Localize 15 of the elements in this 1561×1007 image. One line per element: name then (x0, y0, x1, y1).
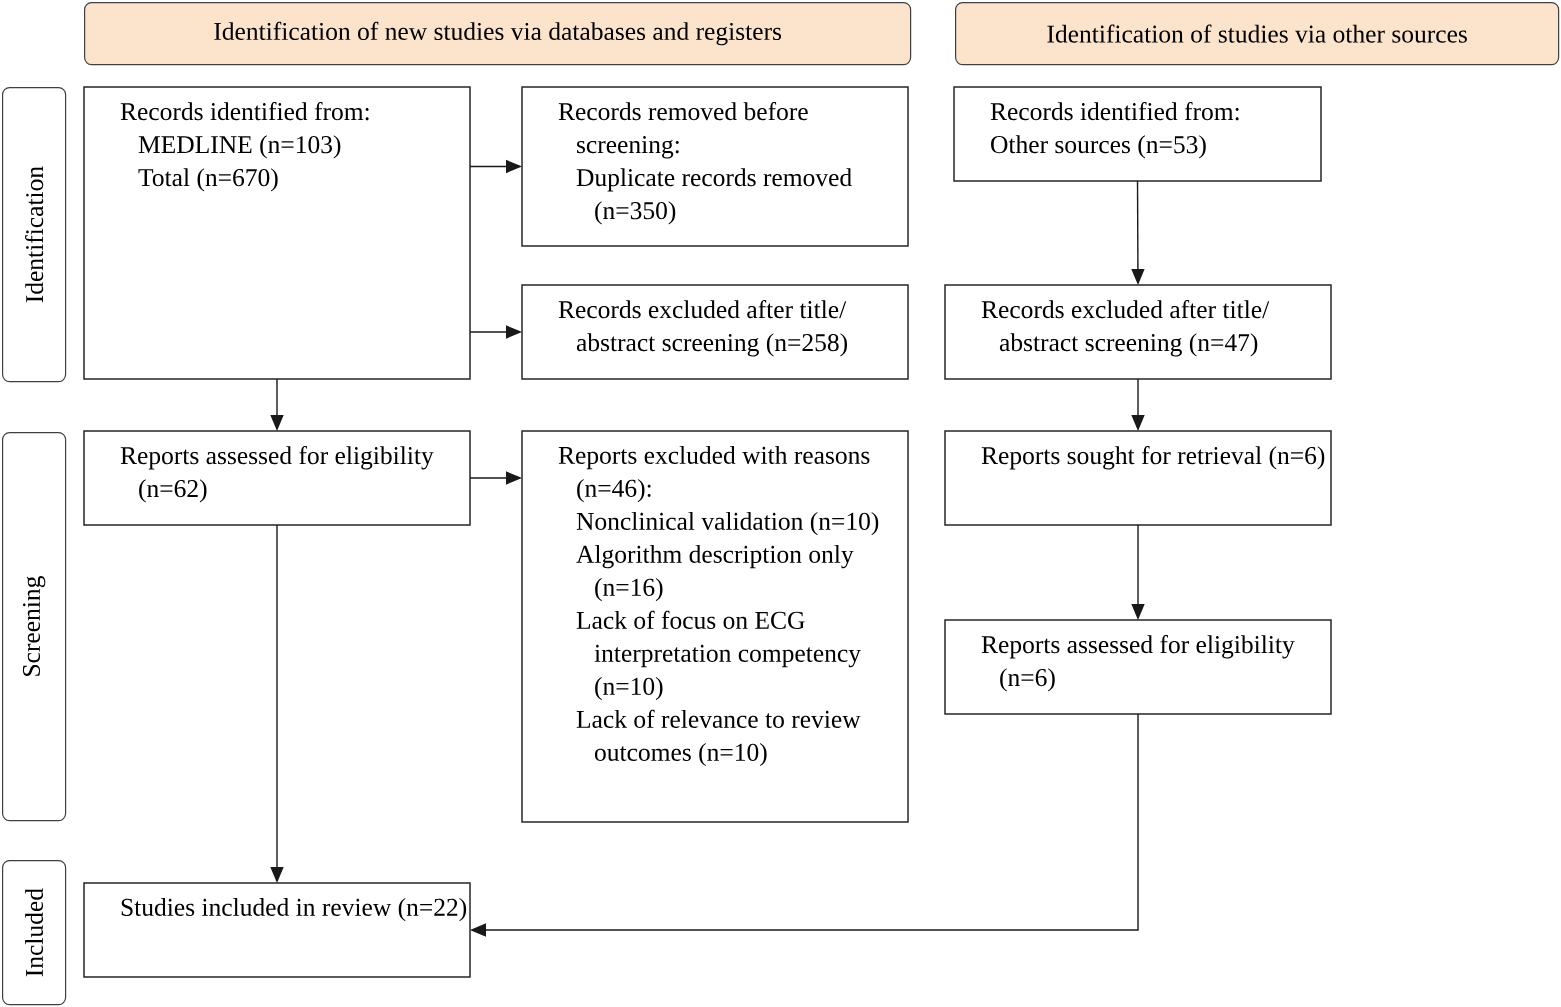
header-box: Identification of new studies via databases and registers (84, 2, 912, 66)
process-box: Records identified from: MEDLINE (n=103) Total (n=670) (83, 86, 471, 380)
process-box: Records excluded after title/ abstract screening (n=258) (521, 284, 909, 380)
process-box: Records excluded after title/ abstract screening (n=47) (944, 284, 1332, 380)
process-box: Reports excluded with reasons (n=46): Nonclinical validation (n=10) Algorithm description only (n=16) Lack of focus on ECG interpretation competency (n=10) Lack of relevance to review outcomes (n=10) (521, 430, 909, 823)
process-box: Studies included in review (n=22) (83, 882, 471, 978)
stage-label: Identification (2, 87, 67, 383)
header-box: Identification of studies via other sources (955, 2, 1560, 66)
stage-label: Included (2, 860, 67, 1006)
process-box: Records removed before screening: Duplicate records removed (n=350) (521, 86, 909, 247)
process-box: Reports sought for retrieval (n=6) (944, 430, 1332, 526)
process-box: Records identified from: Other sources (n=53) (953, 86, 1322, 182)
process-box: Reports assessed for eligibility (n=62) (83, 430, 471, 526)
process-box: Reports assessed for eligibility (n=6) (944, 619, 1332, 715)
stage-label: Screening (2, 432, 67, 822)
